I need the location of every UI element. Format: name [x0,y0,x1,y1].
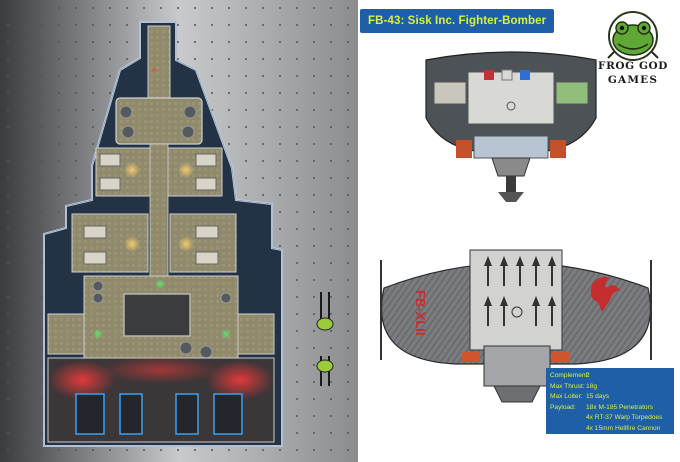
ship-exterior-view: FB-XLII [380,249,652,403]
stat-row-complement: Complement: 2 [550,372,590,379]
stat-row-payload-1: Payload: 18x M-185 Penetrators [550,403,654,411]
ship-title-banner: FB-43: Sisk Inc. Fighter-Bomber [360,9,555,33]
publisher-logo-line1: FROG GOD [598,60,668,72]
frog-icon [607,11,659,61]
stat-row-payload-2: 4x RT-37 Warp Torpedoes [586,414,663,422]
ship-interior-cutaway [425,51,597,202]
ship-title: FB-43: Sisk Inc. Fighter-Bomber [368,15,547,27]
publisher-logo-line2: GAMES [607,74,659,86]
deck-plan-map [0,0,358,462]
hull-marking-text: FB-XLII [413,290,428,336]
stat-row-payload-3: 4x 15mm Hellfire Cannon [586,424,661,432]
stat-row-max-thrust: Max Thrust: 18g [550,382,598,390]
ship-stats-panel: Complement: 2 Max Thrust: 18g Max Loiter… [546,368,674,434]
stat-row-max-loiter: Max Loiter: 15 days [550,393,610,401]
